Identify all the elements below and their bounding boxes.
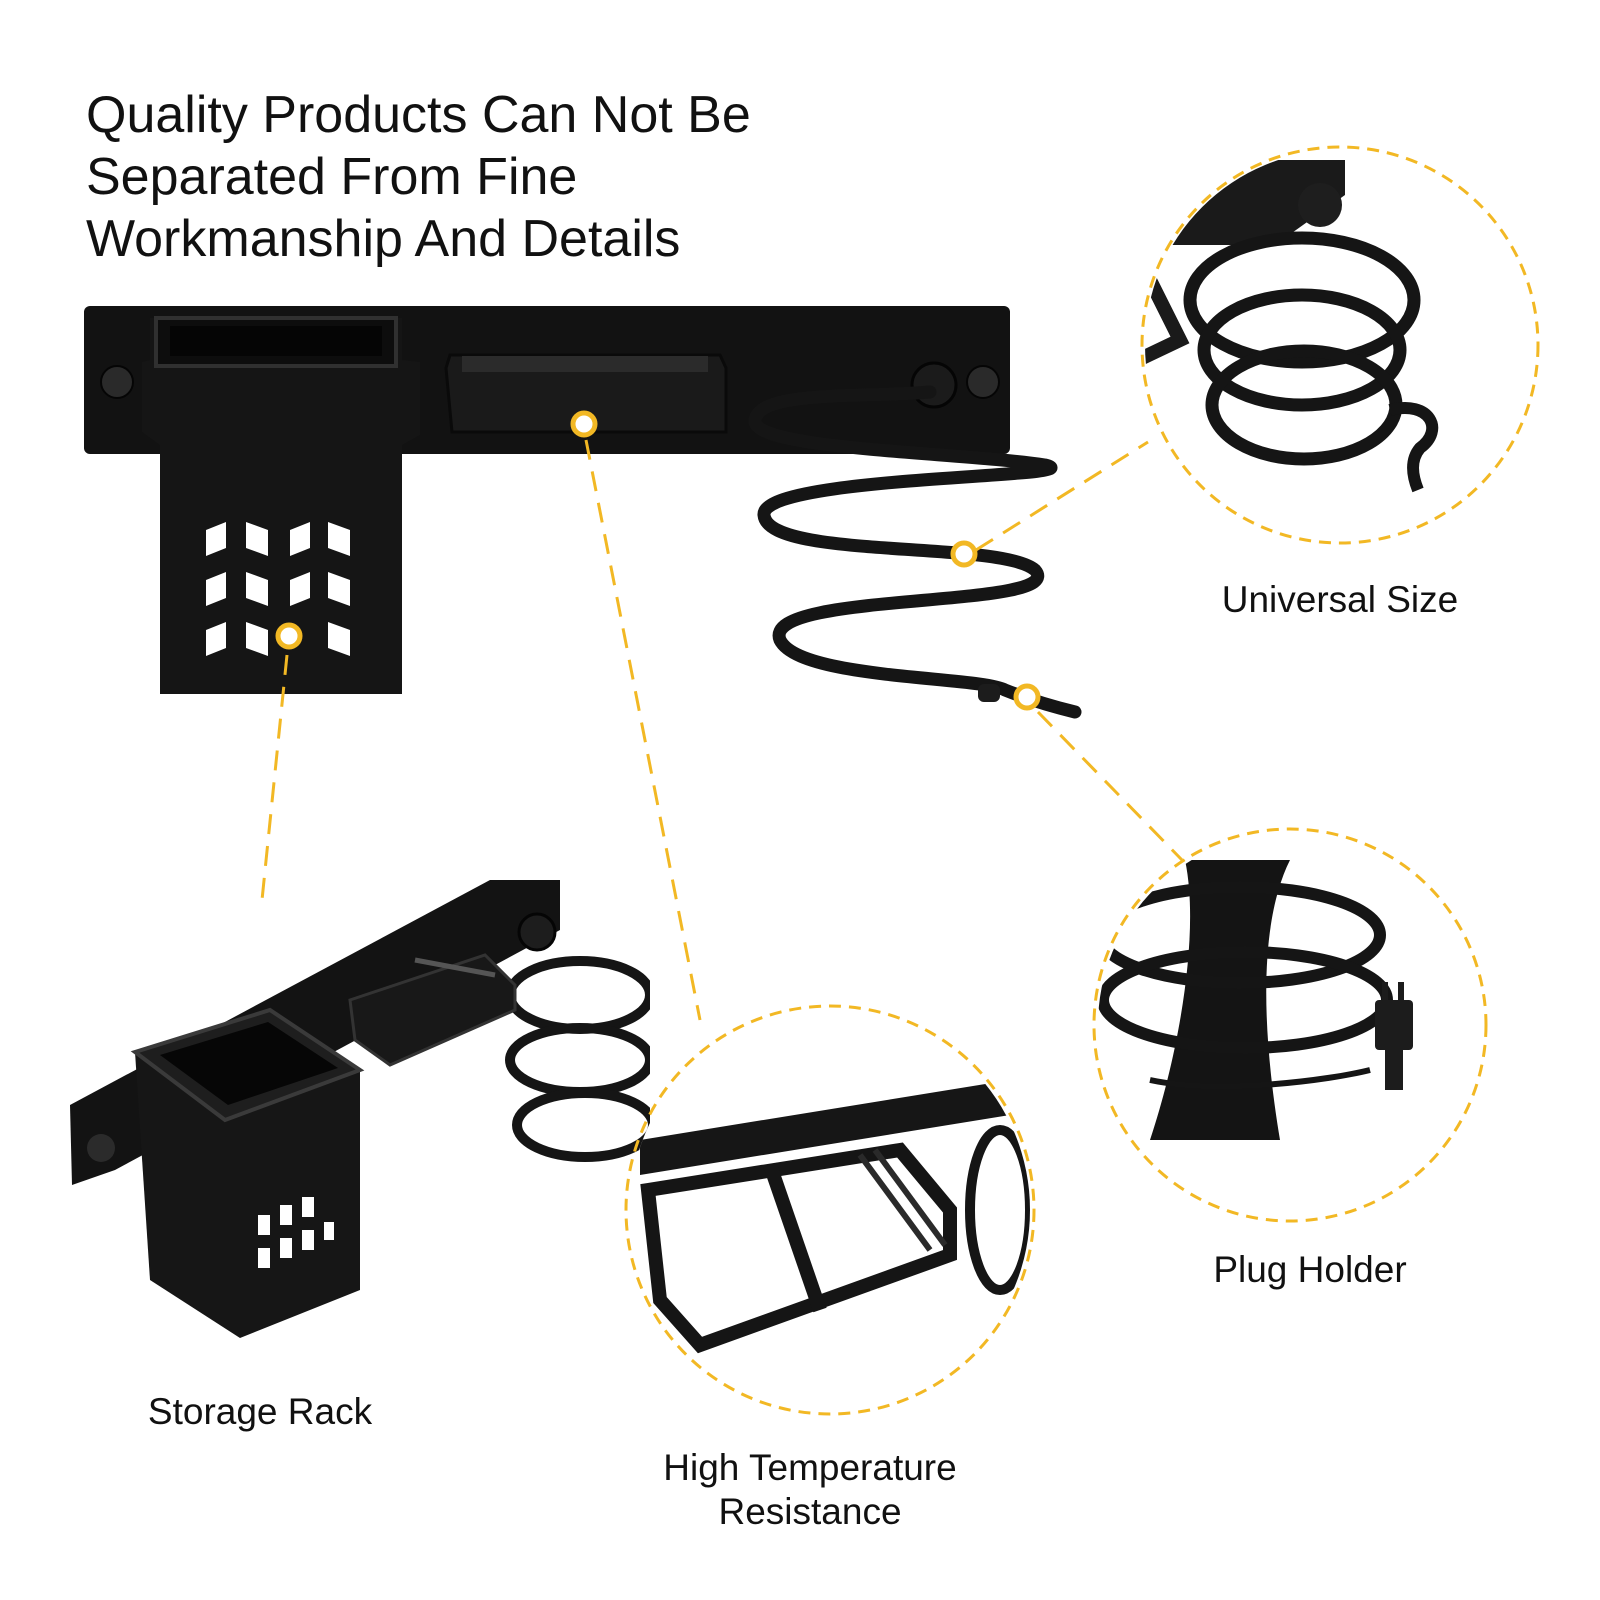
spiral-mount-knob (910, 361, 958, 409)
universal-size-ring (1140, 145, 1540, 545)
callout-dot-tray (570, 410, 598, 438)
callout-line-plug (1036, 710, 1184, 862)
label-storage-rack: Storage Rack (147, 1391, 373, 1432)
headline: Quality Products Can Not Be Separated Fr… (86, 86, 751, 268)
screw-left (100, 365, 134, 399)
callout-dot-plug (1013, 683, 1041, 711)
universal-size-detail (1140, 145, 1540, 545)
screw-right (966, 365, 1000, 399)
dryer-spiral (748, 385, 1082, 719)
plug-holder-detail (1092, 827, 1488, 1223)
vent-pattern (206, 522, 350, 656)
high-temperature-detail (624, 1004, 1036, 1416)
callout-line-universal (975, 440, 1149, 552)
callout-line-temp (584, 439, 702, 1021)
tray-holder (444, 353, 728, 434)
plug-post (978, 684, 1000, 702)
high-temperature-ring (624, 1004, 1036, 1416)
label-high-temperature: High Temperature Resistance (663, 1447, 957, 1532)
plug-holder-ring (1092, 827, 1488, 1223)
callout-dots (275, 410, 1041, 711)
label-plug-holder: Plug Holder (1213, 1249, 1407, 1290)
label-universal-size: Universal Size (1221, 579, 1459, 620)
callout-lines (260, 439, 1184, 1021)
callout-line-storage (260, 654, 289, 901)
callout-dot-cup (275, 622, 303, 650)
angled-rack-view (70, 880, 650, 1338)
callout-dot-spiral (950, 540, 978, 568)
main-rack (84, 306, 1082, 719)
